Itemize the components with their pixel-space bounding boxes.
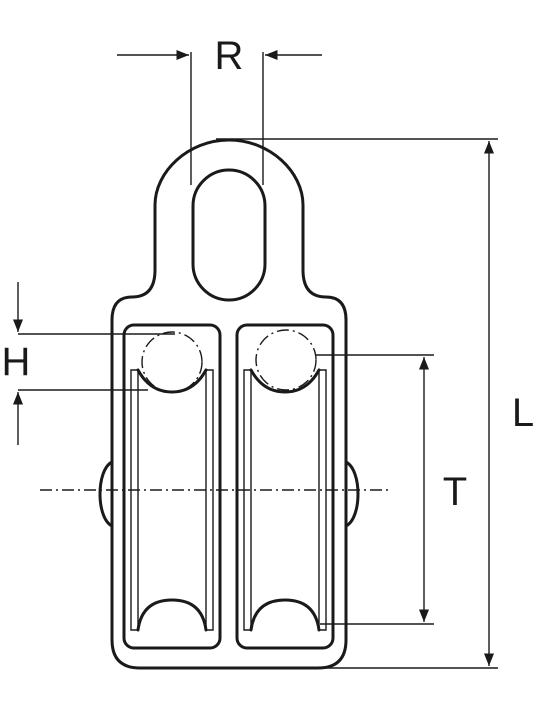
label-H: H [2, 340, 31, 384]
right-sheave-cavity [235, 323, 335, 650]
dimension-T: T [316, 354, 467, 625]
label-R: R [215, 34, 244, 78]
block-outer-body [110, 138, 348, 670]
right-sheave [243, 329, 327, 632]
dimension-H: H [2, 282, 175, 445]
right-axle-boss [344, 460, 360, 528]
label-T: T [443, 470, 467, 514]
left-sheave [130, 331, 214, 632]
dimension-L: L [216, 138, 534, 669]
left-axle-boss [98, 460, 114, 528]
shackle-slot [191, 168, 267, 302]
left-sheave-cavity [122, 323, 222, 650]
label-L: L [512, 391, 534, 435]
dimension-R: R [117, 34, 322, 185]
